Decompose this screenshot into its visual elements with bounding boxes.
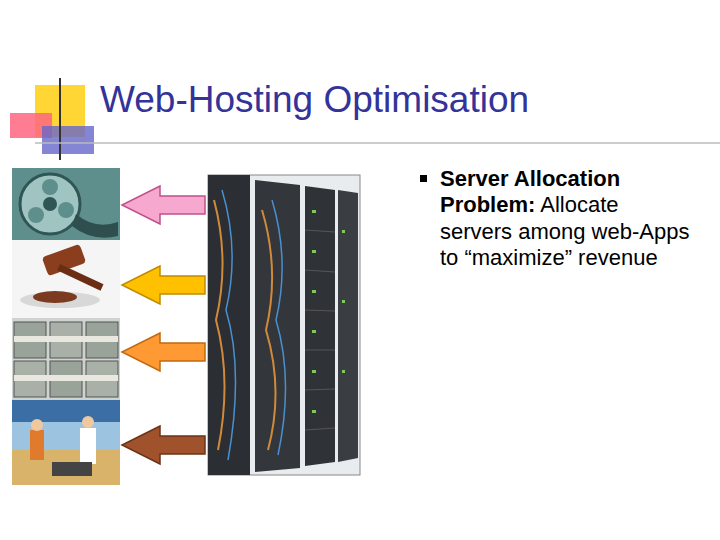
film-reel-icon [12, 168, 120, 240]
yellow-arrow [122, 266, 205, 304]
rule-line [35, 142, 720, 144]
money-icon [12, 318, 120, 400]
pink-arrow [122, 186, 205, 224]
store-icon [12, 400, 120, 485]
deco-square [42, 126, 94, 154]
bullet-text: Server Allocation Problem: Allocate serv… [440, 166, 695, 272]
bullet-point: Server Allocation Problem: Allocate serv… [420, 166, 695, 272]
deco-line [59, 78, 61, 160]
orange-arrow [122, 333, 205, 371]
slide-title: Web-Hosting Optimisation [100, 80, 529, 121]
server-rack-image [208, 175, 360, 475]
bullet-mark [420, 175, 427, 182]
brown-arrow [122, 426, 205, 464]
gavel-icon [12, 240, 120, 318]
